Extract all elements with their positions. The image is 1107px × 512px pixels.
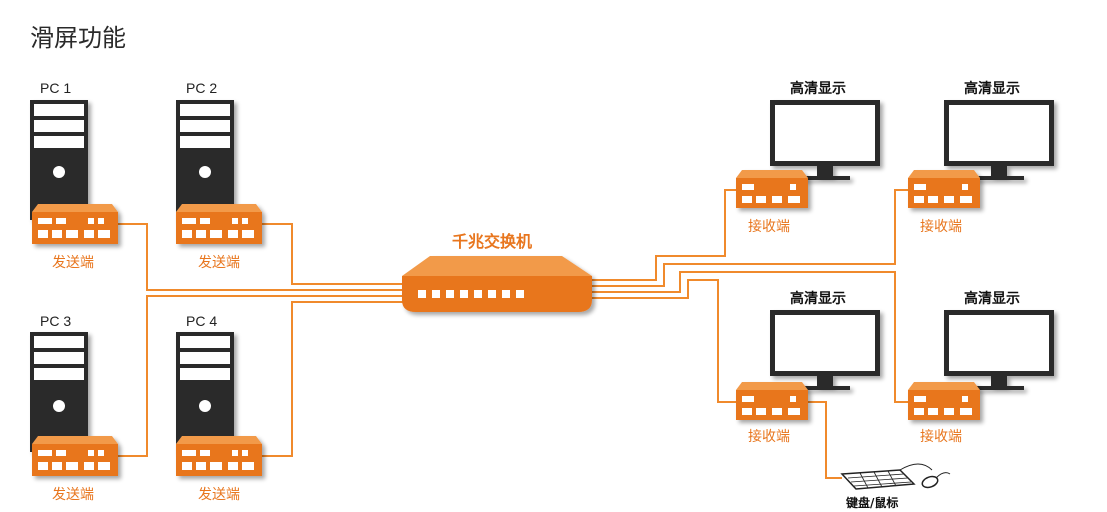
sender-label-1: 发送端 (52, 255, 94, 271)
receiver-label-1: 接收端 (748, 219, 790, 235)
sender-box-2 (176, 204, 262, 244)
display-label-2: 高清显示 (964, 81, 1020, 97)
gigabit-switch (402, 256, 592, 312)
monitor-1 (770, 100, 880, 180)
pc-label-3: PC 3 (40, 313, 72, 329)
receiver-box-4 (908, 382, 980, 420)
cable-pc4 (262, 301, 405, 457)
mouse-icon (921, 472, 951, 489)
page-title: 滑屏功能 (30, 24, 126, 52)
cable-pc1 (118, 223, 405, 291)
receiver-box-3 (736, 382, 808, 420)
sender-label-3: 发送端 (52, 487, 94, 503)
receiver-label-2: 接收端 (920, 219, 962, 235)
cable-rx4 (590, 279, 736, 403)
cable-peripherals (808, 401, 842, 479)
display-label-3: 高清显示 (790, 291, 846, 307)
receiver-box-1 (736, 170, 808, 208)
cable-rx2 (590, 189, 908, 287)
pc-label-1: PC 1 (40, 80, 72, 96)
receiver-box-2 (908, 170, 980, 208)
pc-label-4: PC 4 (186, 313, 218, 329)
peripherals-label: 键盘/鼠标 (846, 496, 899, 510)
monitor-3 (770, 310, 880, 390)
pc-tower-4 (176, 332, 234, 452)
sender-box-1 (32, 204, 118, 244)
monitor-2 (944, 100, 1054, 180)
receiver-label-3: 接收端 (748, 429, 790, 445)
pc-label-2: PC 2 (186, 80, 218, 96)
sender-box-4 (176, 436, 262, 476)
sender-label-2: 发送端 (198, 255, 240, 271)
receiver-label-4: 接收端 (920, 429, 962, 445)
network-cables (118, 189, 908, 479)
pc-tower-1 (30, 100, 88, 220)
cable-pc2 (262, 223, 405, 285)
display-label-4: 高清显示 (964, 291, 1020, 307)
pc-tower-3 (30, 332, 88, 452)
sender-box-3 (32, 436, 118, 476)
cable-rx1 (590, 189, 736, 281)
switch-label: 千兆交换机 (452, 232, 533, 251)
sender-label-4: 发送端 (198, 487, 240, 503)
cable-pc3 (118, 295, 405, 457)
keyboard-icon (840, 463, 933, 490)
monitor-4 (944, 310, 1054, 390)
cable-rx3 (590, 271, 908, 403)
pc-tower-2 (176, 100, 234, 220)
display-label-1: 高清显示 (790, 81, 846, 97)
